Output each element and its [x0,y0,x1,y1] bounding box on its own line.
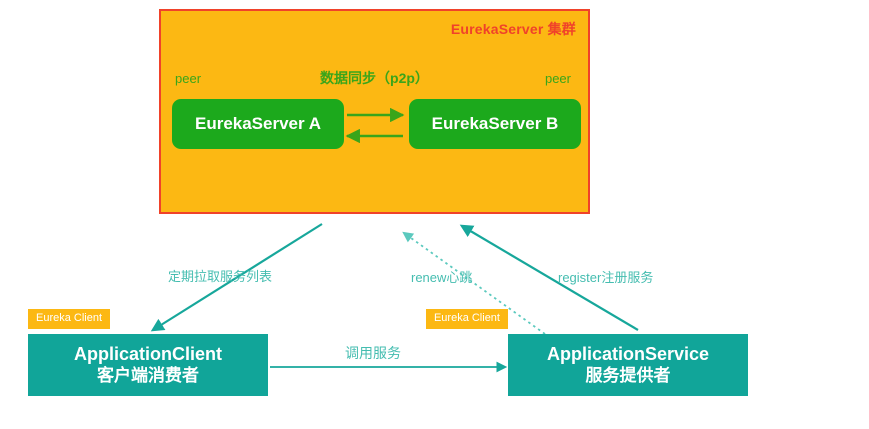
application-service-title: ApplicationService [546,343,710,364]
application-client-title: ApplicationClient [74,343,222,364]
peer-label-left: peer [175,71,202,86]
edge-label-register-service: register注册服务 [558,270,654,285]
application-client-box[interactable]: ApplicationClient 客户端消费者 [28,334,268,396]
edge-label-renew-heartbeat: renew心跳 [411,270,473,285]
edge-register-service [459,224,639,331]
eureka-client-badge-right: Eureka Client [425,309,508,329]
application-client-subtitle: 客户端消费者 [97,366,199,386]
eureka-server-b-label: EurekaServer B [431,114,559,133]
eureka-server-b-box[interactable]: EurekaServer B [409,99,581,149]
cluster-title: EurekaServer 集群 [450,21,576,37]
edge-label-invoke-service: 调用服务 [345,345,401,361]
eureka-client-badge-left: Eureka Client [28,309,111,329]
peer-label-right: peer [544,71,571,86]
application-service-subtitle: 服务提供者 [585,366,671,386]
data-sync-label: 数据同步（p2p） [320,70,429,86]
edge-renew-heartbeat [402,231,546,335]
application-service-box[interactable]: ApplicationService 服务提供者 [508,334,748,396]
peer-sync-arrow-layer [345,107,405,144]
eureka-server-a-label: EurekaServer A [194,114,321,133]
edge-label-pull-service-list: 定期拉取服务列表 [168,269,273,284]
eureka-server-cluster: EurekaServer 集群 peer 数据同步（p2p） peer Eure… [159,9,590,214]
eureka-server-a-box[interactable]: EurekaServer A [172,99,344,149]
edge-pull-service-list [150,223,323,332]
